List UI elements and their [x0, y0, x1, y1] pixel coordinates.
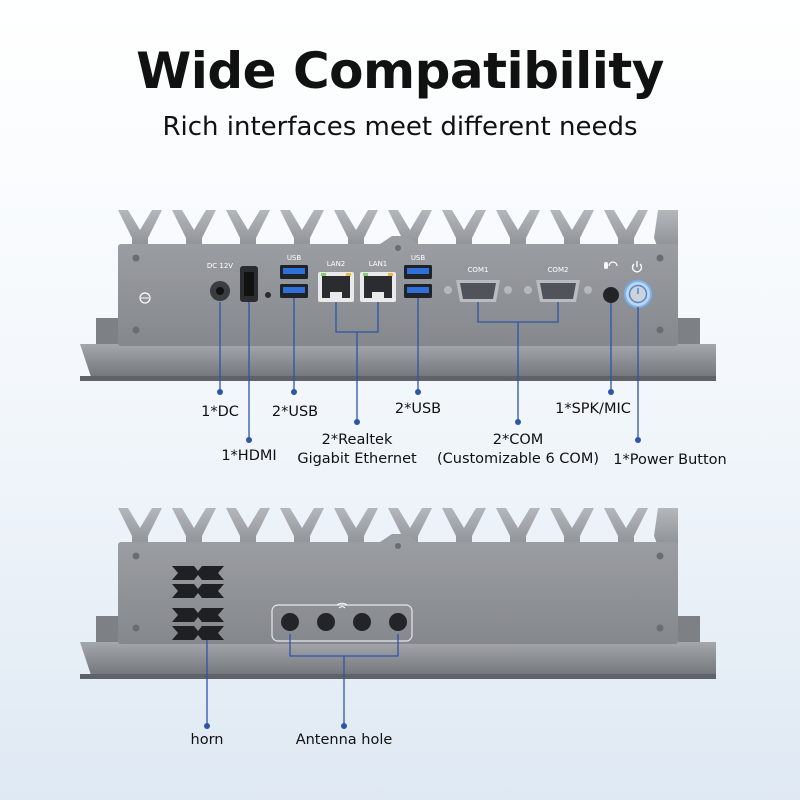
speaker-grill — [172, 566, 224, 640]
power-icon — [631, 261, 643, 273]
callout-usb-left: 2*USB — [271, 404, 319, 420]
page-title: Wide Compatibility — [136, 42, 664, 100]
rear-face-plate — [118, 542, 678, 644]
callout-usb-right: 2*USB — [394, 401, 442, 417]
callout-ethernet: 2*Realtek Gigabit Ethernet — [287, 431, 427, 469]
lan1-port[interactable] — [360, 272, 396, 302]
callout-hdmi: 1*HDMI — [221, 448, 277, 464]
lan2-port[interactable] — [318, 272, 354, 302]
rear-panel — [80, 508, 716, 679]
lan2-port-label: LAN2 — [327, 260, 346, 268]
front-face-plate — [118, 244, 678, 346]
callout-com-line2: (Customizable 6 COM) — [436, 451, 600, 467]
callout-dc: 1*DC — [201, 404, 239, 420]
mic-headphone-icon — [604, 261, 618, 269]
rear-base-plate — [80, 642, 716, 678]
power-button[interactable] — [624, 280, 652, 308]
com2-port-label: COM2 — [548, 266, 569, 274]
callout-ethernet-line1: 2*Realtek — [321, 432, 393, 448]
usb-right-ports[interactable] — [404, 265, 432, 298]
reset-hole — [265, 292, 271, 298]
callout-spk-mic: 1*SPK/MIC — [555, 401, 631, 417]
callout-com-line1: 2*COM — [492, 432, 544, 448]
com1-port-label: COM1 — [468, 266, 489, 274]
com2-port[interactable] — [524, 280, 592, 302]
dc-port-label: DC 12V — [207, 262, 233, 270]
front-panel: DC 12V USB LAN2 LAN1 — [80, 210, 716, 381]
callout-power: 1*Power Button — [613, 452, 727, 468]
lan1-port-label: LAN1 — [369, 260, 388, 268]
front-heatsink-fins — [118, 210, 678, 248]
callout-ethernet-line2: Gigabit Ethernet — [297, 451, 417, 467]
wifi-icon — [336, 602, 348, 609]
com1-port[interactable] — [444, 280, 512, 302]
rear-leader-lines — [206, 634, 399, 726]
audio-jack[interactable] — [603, 287, 619, 303]
front-leader-lines — [219, 298, 639, 440]
ground-icon — [139, 292, 151, 304]
usb-left-ports[interactable] — [280, 265, 308, 298]
rear-heatsink-fins — [118, 508, 678, 546]
usb-right-port-label: USB — [411, 254, 426, 262]
usb-left-port-label: USB — [287, 254, 302, 262]
page-subtitle: Rich interfaces meet different needs — [162, 112, 638, 142]
front-base-plate — [80, 344, 716, 380]
callout-com: 2*COM (Customizable 6 COM) — [433, 431, 603, 469]
antenna-bay-outline — [271, 604, 413, 642]
antenna-holes[interactable] — [281, 613, 407, 631]
callout-horn: horn — [190, 732, 224, 748]
callout-antenna: Antenna hole — [295, 732, 393, 748]
